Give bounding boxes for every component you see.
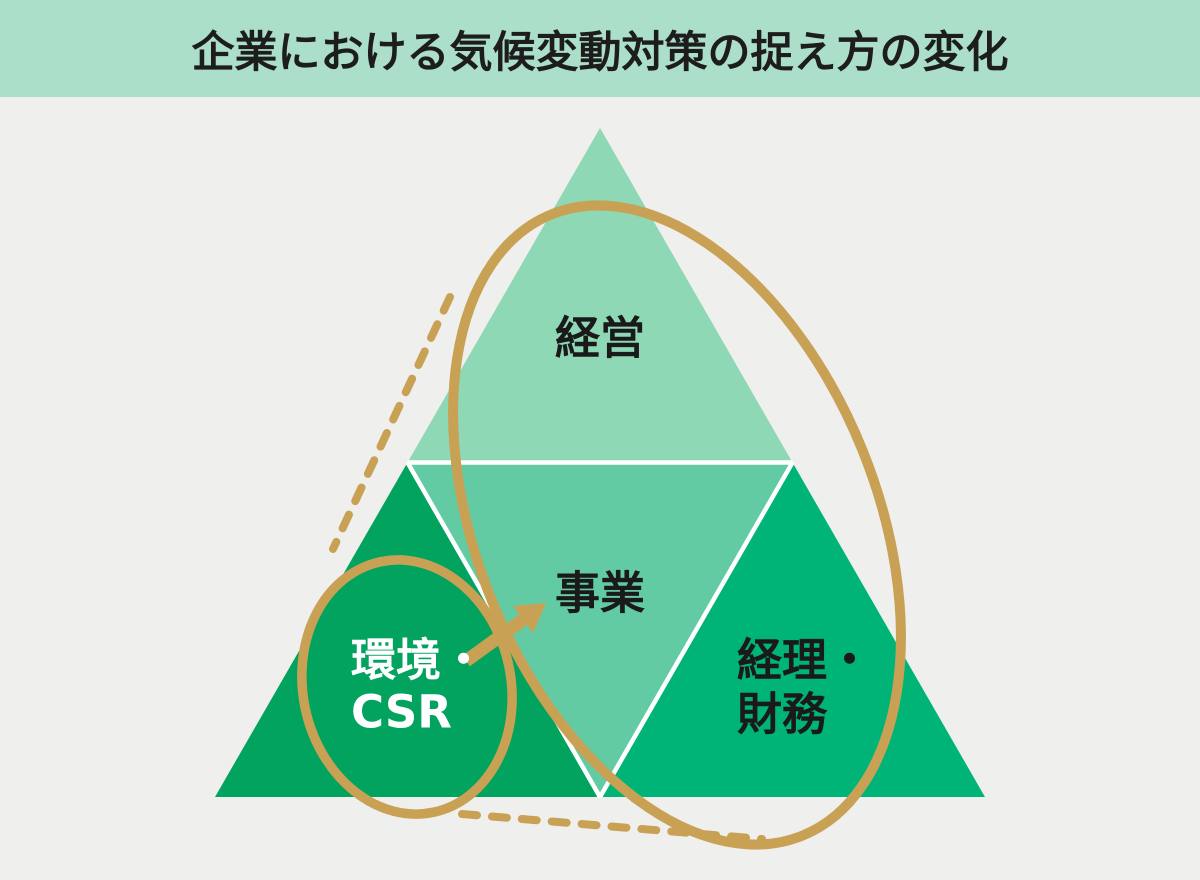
arrow-head [513, 603, 546, 633]
small-highlight-ellipse [297, 555, 517, 819]
divider-line-right [598, 461, 795, 799]
header-band: 企業における気候変動対策の捉え方の変化 [0, 0, 1200, 97]
page-title: 企業における気候変動対策の捉え方の変化 [191, 27, 1009, 78]
pyramid-diagram: 経営 事業 環境・ CSR 経理・ 財務 [215, 128, 985, 850]
pyramid-top-triangle [407, 128, 793, 463]
label-accounting-finance-line1: 経理・ [737, 634, 872, 687]
arrow-icon [462, 603, 546, 667]
pyramid-middle-triangle [407, 462, 793, 797]
big-highlight-ellipse [448, 200, 906, 850]
label-business: 事業 [555, 567, 645, 620]
label-management: 経営 [555, 312, 645, 365]
label-environment-csr-line1: 環境・ [351, 634, 486, 687]
label-accounting-finance-line2: 財務 [737, 688, 828, 741]
zoom-dashed-line-top [329, 293, 454, 553]
label-environment-csr-line2: CSR [351, 686, 452, 739]
arrow-shaft [462, 613, 528, 667]
